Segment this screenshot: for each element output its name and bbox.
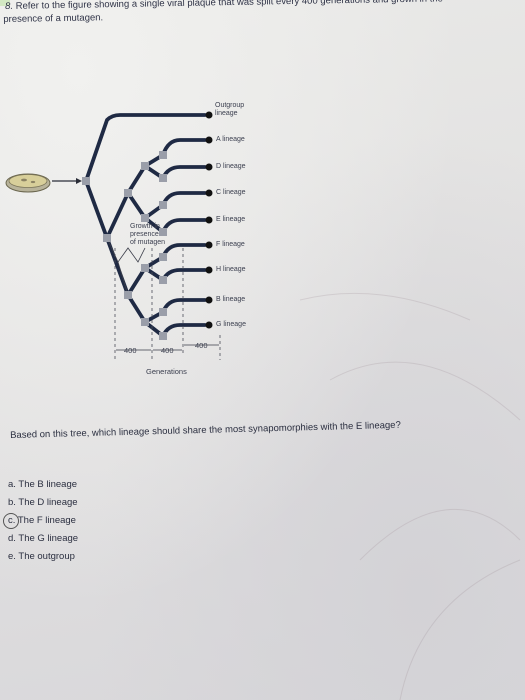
option-e-label: e. The outgroup [8, 551, 75, 562]
node-marker [159, 151, 167, 159]
option-c-label: c. The F lineage [8, 515, 76, 526]
lineage-label-G: G lineage [216, 321, 246, 328]
lineage-label-D: D lineage [216, 163, 246, 170]
node-marker [82, 177, 90, 185]
corner-mark [0, 0, 10, 6]
tip-dot-B [205, 296, 213, 304]
branch-D [143, 164, 207, 181]
node-marker [159, 201, 167, 209]
tip-dot-C [205, 189, 213, 197]
generations-axis-label: Generations [146, 367, 187, 376]
interval-arrows [116, 344, 219, 351]
lineage-label-C: C lineage [216, 189, 246, 196]
branch-H [143, 266, 207, 283]
lineage-label-F: F lineage [216, 241, 245, 248]
node-marker [159, 174, 167, 182]
mutagen-label-line3: of mutagen [130, 239, 166, 246]
node-marker [159, 253, 167, 261]
tip-dot-outgroup [205, 111, 213, 119]
mutagen-label-line1: Growth in [130, 223, 160, 230]
branch-root [83, 113, 207, 240]
branch-G [143, 320, 207, 339]
lineage-label-A: A lineage [216, 136, 245, 143]
node-marker [124, 189, 132, 197]
generation-guides [114, 248, 221, 360]
node-marker [141, 162, 149, 170]
arrow-head-icon [76, 178, 82, 184]
node-marker [159, 276, 167, 284]
node-marker [141, 264, 149, 272]
lineage-label-H: H lineage [216, 266, 246, 273]
node-marker [103, 234, 111, 242]
node-marker [159, 308, 167, 316]
node-marker [141, 318, 149, 326]
tip-dot-A [205, 136, 213, 144]
option-d-label: d. The G lineage [8, 533, 79, 544]
outgroup-label-line2: lineage [215, 110, 238, 117]
branch-F [143, 243, 207, 270]
tip-dot-E [205, 216, 213, 224]
mutagen-label-line2: presence [130, 231, 159, 238]
tip-dot-F [205, 241, 213, 249]
option-a[interactable]: a. The B lineage [8, 476, 78, 494]
mutagen-lines [106, 237, 146, 296]
option-a-label: a. The B lineage [8, 479, 78, 490]
node-marker [159, 332, 167, 340]
option-b[interactable]: b. The D lineage [8, 494, 78, 512]
branch-to-node-3 [126, 164, 147, 195]
node-marker [159, 228, 167, 236]
interval-label-2: 400 [161, 346, 174, 355]
outgroup-label-line1: Outgroup [215, 102, 245, 109]
option-d[interactable]: d. The G lineage [8, 530, 78, 548]
node-marker [124, 291, 132, 299]
selected-answer-circle [3, 513, 19, 529]
petri-dish-icon [5, 173, 51, 193]
node-marker [141, 214, 149, 222]
interval-label-1: 400 [124, 346, 137, 355]
lineage-label-B: B lineage [216, 296, 246, 303]
answer-options: a. The B lineage b. The D lineage c. The… [3, 476, 78, 566]
branch-to-node-2 [105, 191, 130, 240]
lineage-tips [205, 111, 213, 329]
branch-A [143, 138, 207, 168]
outgroup-label: Outgroup lineage [215, 102, 244, 118]
branch-nodes [82, 151, 167, 340]
tip-dot-D [205, 163, 213, 171]
tip-dot-G [205, 321, 213, 329]
interval-label-3: 400 [195, 341, 208, 350]
option-e[interactable]: e. The outgroup [8, 548, 78, 566]
option-b-label: b. The D lineage [8, 497, 78, 508]
option-c[interactable]: c. The F lineage [3, 512, 78, 530]
tip-dot-H [205, 266, 213, 274]
lineage-label-E: E lineage [216, 216, 246, 223]
mutagen-label: Growth in presence of mutagen [130, 223, 165, 247]
